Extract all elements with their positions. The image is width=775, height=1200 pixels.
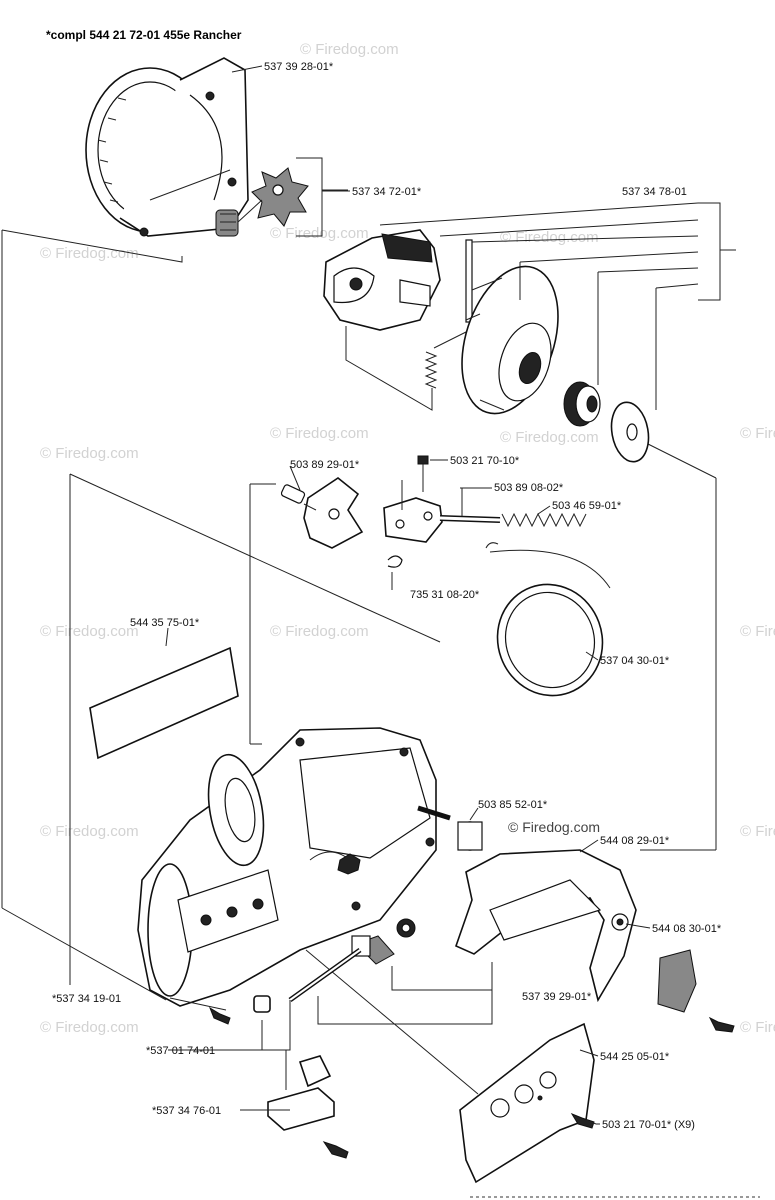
watermark: © Firedog.com (40, 623, 139, 640)
watermark: © Firedog.com (740, 823, 775, 840)
watermark-center: © Firedog.com (508, 819, 600, 835)
part-label: 544 08 29-01* (600, 835, 670, 847)
part-label: 537 39 29-01* (522, 991, 592, 1003)
watermark: © Firedog.com (40, 245, 139, 262)
part-label: *537 01 74-01 (146, 1045, 215, 1057)
watermark: © Firedog.com (40, 823, 139, 840)
watermark: © Firedog.com (40, 445, 139, 462)
part-label: 537 39 28-01* (264, 61, 334, 73)
diagram-title: *compl 544 21 72-01 455e Rancher (46, 28, 242, 42)
part-label: 537 34 78-01 (622, 186, 687, 198)
starter-pawl (215, 157, 348, 237)
brake-lever-cluster (280, 455, 587, 590)
assembly-frame-lines (1, 229, 717, 1095)
watermark: © Firedog.com (740, 623, 775, 640)
part-label: 537 34 72-01* (352, 186, 422, 198)
part-label: 503 21 70-01* (X9) (602, 1119, 695, 1131)
part-label: 544 08 30-01* (652, 923, 722, 935)
part-label: 503 89 08-02* (494, 482, 564, 494)
part-label: 735 31 08-20* (410, 589, 480, 601)
label-leaders (165, 65, 651, 1125)
watermark: © Firedog.com (270, 623, 369, 640)
brake-band (485, 542, 611, 697)
watermark: © Firedog.com (300, 41, 399, 58)
part-label: *537 34 19-01 (52, 993, 121, 1005)
part-label: 537 04 30-01* (600, 655, 670, 667)
watermark: © Firedog.com (270, 425, 369, 442)
part-label: 503 21 70-10* (450, 455, 520, 467)
clutch-cover (137, 727, 483, 1007)
part-label: 503 85 52-01* (478, 799, 548, 811)
watermark: © Firedog.com (500, 229, 599, 246)
part-labels: 537 39 28-01* 537 34 72-01* 537 34 78-01… (52, 61, 722, 1131)
tensioner-parts (168, 918, 493, 1159)
watermark: © Firedog.com (740, 425, 775, 442)
watermark: © Firedog.com (740, 1019, 775, 1036)
guide-plate (459, 1022, 600, 1184)
part-label: 503 89 29-01* (290, 459, 360, 471)
decal-sticker (89, 646, 239, 760)
part-label: 544 25 05-01* (600, 1051, 670, 1063)
watermark: © Firedog.com (500, 429, 599, 446)
watermark: © Firedog.com (40, 1019, 139, 1036)
watermark: © Firedog.com (270, 225, 369, 242)
part-label: *537 34 76-01 (152, 1105, 221, 1117)
part-label: 503 46 59-01* (552, 500, 622, 512)
part-label: 544 35 75-01* (130, 617, 200, 629)
starter-housing (85, 57, 249, 237)
guard-bracket (455, 849, 735, 1033)
chain-brake-assembly (323, 202, 736, 463)
